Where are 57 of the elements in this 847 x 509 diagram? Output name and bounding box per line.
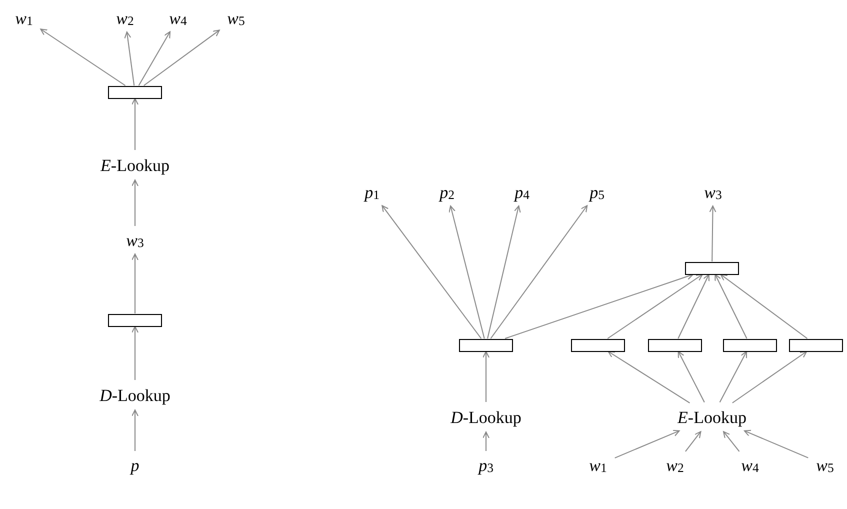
vector-box (648, 338, 702, 352)
vector-box (108, 86, 162, 98)
arrow (614, 430, 680, 458)
math-label: w$_{1}$ (9, 6, 39, 30)
math-label: w$_{5}$ (810, 453, 840, 477)
arrow (482, 351, 490, 402)
math-label: w$_{4}$ (163, 6, 193, 30)
arrow (132, 98, 138, 150)
math-label: p$_{4}$ (508, 180, 536, 204)
math-label: E-Lookup (85, 152, 185, 178)
math-label: p$_{2}$ (433, 180, 461, 204)
arrow (132, 180, 138, 226)
arrow (490, 205, 588, 339)
vector-box (723, 338, 777, 352)
arrow (482, 432, 490, 452)
math-label: w$_{1}$ (583, 453, 613, 477)
arrow (723, 431, 740, 452)
math-label: p$_{5}$ (583, 180, 611, 204)
arrow (382, 205, 482, 339)
arrow (608, 351, 690, 404)
arrow (720, 274, 808, 339)
math-label: D-Lookup (85, 382, 185, 408)
arrow (124, 31, 135, 86)
arrow (607, 274, 703, 339)
math-label: p$_{3}$ (472, 453, 500, 477)
arrow (448, 205, 485, 339)
arrow (132, 326, 138, 380)
math-label: p$_{1}$ (358, 180, 386, 204)
math-label: w$_{4}$ (735, 453, 765, 477)
math-label: D-Lookup (436, 404, 536, 430)
math-label: E-Lookup (662, 404, 762, 430)
arrow (709, 206, 716, 262)
math-label: p (124, 453, 146, 477)
vector-box (108, 314, 162, 326)
arrow (678, 274, 710, 339)
math-label: w$_{3}$ (698, 180, 728, 204)
math-label: w$_{2}$ (660, 453, 690, 477)
arrow (132, 254, 138, 314)
arrow (132, 410, 138, 452)
math-label: w$_{2}$ (110, 6, 140, 30)
vector-box (789, 338, 843, 352)
arrow (744, 430, 809, 458)
math-label: w$_{3}$ (120, 228, 150, 252)
arrow (143, 30, 220, 86)
arrow (719, 351, 748, 403)
arrow (487, 205, 521, 339)
arrow (138, 31, 171, 86)
vector-box (685, 262, 739, 274)
vector-box (571, 338, 625, 352)
math-label: w$_{5}$ (221, 6, 251, 30)
vector-box (459, 338, 513, 352)
arrow (504, 273, 694, 339)
arrow (40, 28, 126, 86)
arrow (684, 431, 702, 452)
arrow (678, 351, 705, 403)
arrow (732, 351, 808, 404)
arrow (714, 274, 748, 339)
